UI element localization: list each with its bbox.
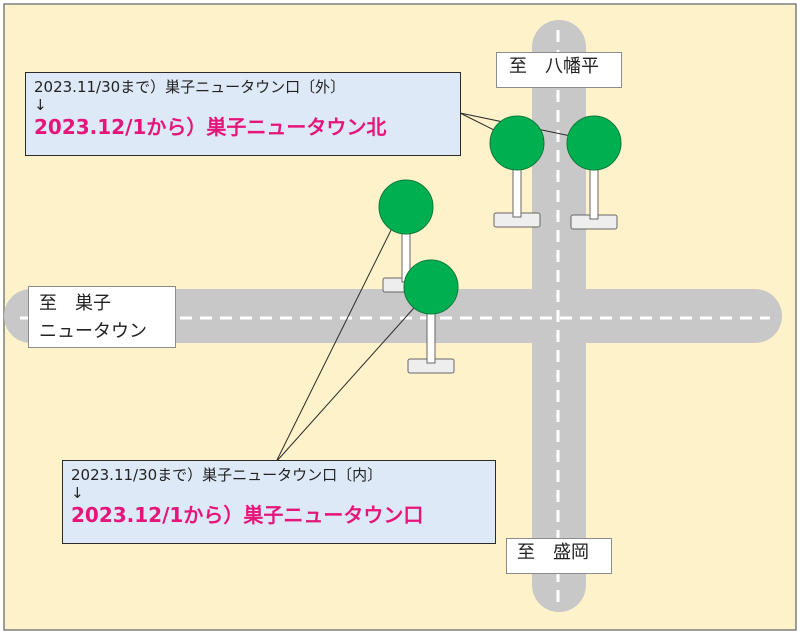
direction-label-west: 至 巣子 ニュータウン <box>28 286 176 348</box>
inner-old-name: 2023.11/30まで）巣子ニュータウン口〔内〕 <box>71 466 383 484</box>
down-arrow-icon: ↓ <box>71 484 84 502</box>
direction-label-west-line2: ニュータウン <box>39 321 147 342</box>
direction-label-west-line1: 至 巣子 <box>39 293 111 314</box>
direction-label-north: 至 八幡平 <box>496 52 622 88</box>
inner-callout-leader-2 <box>275 289 431 463</box>
inner-callout-leader-1 <box>275 207 403 463</box>
bus-stop-group <box>378 115 622 374</box>
down-arrow-icon: ↓ <box>34 96 47 114</box>
east-west-road <box>4 289 782 343</box>
inner-new-name: 2023.12/1から）巣子ニュータウン口 <box>71 503 424 527</box>
bus-stop-center-lower <box>403 259 459 374</box>
inner-stop-rename-note: 2023.11/30まで）巣子ニュータウン口〔内〕 ↓ 2023.12/1から）… <box>62 460 496 544</box>
bus-stop-north-right <box>566 115 622 230</box>
outer-stop-rename-note: 2023.11/30まで）巣子ニュータウン口〔外〕 ↓ 2023.12/1から）… <box>25 72 461 156</box>
bus-stop-pole <box>512 164 522 218</box>
bus-stop-pole <box>589 164 599 220</box>
direction-label-south: 至 盛岡 <box>506 538 612 574</box>
outer-new-name: 2023.12/1から）巣子ニュータウン北 <box>34 115 387 139</box>
bus-stop-pole <box>426 308 436 364</box>
bus-stop-pole-icon <box>403 259 459 315</box>
bus-stop-north-left <box>489 115 545 228</box>
bus-stop-pole-icon <box>489 115 545 171</box>
outer-old-name: 2023.11/30まで）巣子ニュータウン口〔外〕 <box>34 78 346 96</box>
bus-stop-pole-icon <box>378 179 434 235</box>
bus-stop-pole-icon <box>566 115 622 171</box>
